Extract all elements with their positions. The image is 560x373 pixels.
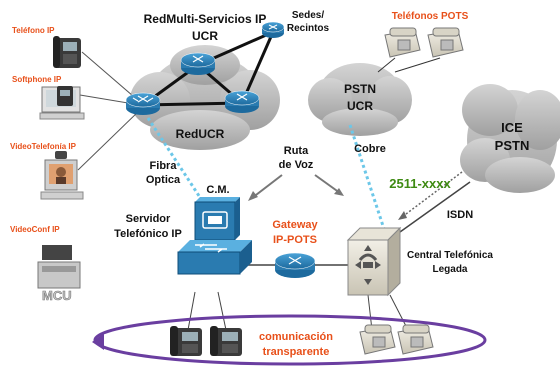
ruta-label-2: de Voz bbox=[279, 159, 314, 171]
comunicacion-label-1: comunicación bbox=[259, 331, 333, 343]
servidor-label-2: Telefónico IP bbox=[114, 228, 182, 240]
mcu-label: MCU bbox=[42, 288, 72, 303]
gateway-label-2: IP-POTS bbox=[273, 234, 317, 246]
router-left[interactable] bbox=[125, 92, 161, 115]
dotted-arrow-head bbox=[398, 211, 407, 220]
pots-link-2 bbox=[394, 57, 441, 73]
call-manager-server[interactable] bbox=[194, 197, 240, 241]
pots-phone-bottom-2[interactable] bbox=[397, 324, 434, 355]
ip-phone-bottom-1[interactable] bbox=[170, 326, 202, 356]
ruta-arrowhead-right bbox=[334, 188, 344, 196]
pots-phone-top-2[interactable] bbox=[427, 27, 464, 58]
ruta-arrow-right bbox=[314, 174, 341, 194]
pstn-ucr-label-1: PSTN bbox=[344, 82, 376, 96]
isdn-link bbox=[399, 181, 471, 233]
videotelefonia-ip-label: VideoTelefonía IP bbox=[10, 142, 77, 151]
pots-phone-bottom-1[interactable] bbox=[359, 324, 396, 355]
cobre-label: Cobre bbox=[354, 143, 386, 155]
ice-pstn-cloud bbox=[460, 84, 560, 193]
central-label-2: Legada bbox=[432, 264, 467, 275]
ruta-arrowhead-left bbox=[248, 191, 258, 201]
sedes-label-2: Recintos bbox=[287, 23, 330, 34]
pots-phone-top-1[interactable] bbox=[384, 27, 421, 58]
pots-link-1 bbox=[377, 57, 396, 73]
router-top[interactable] bbox=[180, 52, 216, 75]
fiber-link bbox=[146, 117, 207, 206]
switch-phone-link-2 bbox=[217, 291, 227, 331]
router-sedes[interactable] bbox=[261, 21, 285, 38]
comunicacion-label-2: transparente bbox=[263, 346, 330, 358]
central-label-1: Central Telefónica bbox=[407, 250, 493, 261]
router-right[interactable] bbox=[224, 90, 260, 113]
title-line2: UCR bbox=[192, 29, 218, 43]
pstn-ucr-cloud bbox=[308, 63, 412, 136]
sedes-label-1: Sedes/ bbox=[292, 10, 324, 21]
central-phone-link-2 bbox=[389, 294, 409, 331]
pstn-ucr-label-2: UCR bbox=[347, 99, 373, 113]
fibra-label-1: Fibra bbox=[150, 160, 178, 172]
isdn-label: ISDN bbox=[447, 209, 473, 221]
number-label: 2511-xxxx bbox=[389, 176, 451, 191]
reducr-cloud bbox=[130, 45, 280, 150]
cm-label: C.M. bbox=[206, 184, 229, 196]
ip-phone-bottom-2[interactable] bbox=[210, 326, 242, 356]
softphone-ip-label: Softphone IP bbox=[12, 75, 62, 84]
reducr-label: RedUCR bbox=[176, 127, 225, 141]
telefono-ip-label: Teléfono IP bbox=[12, 26, 55, 35]
ip-switch[interactable] bbox=[177, 240, 252, 275]
ruta-arrow-left bbox=[251, 174, 283, 199]
telefonos-pots-label: Teléfonos POTS bbox=[392, 11, 469, 22]
switch-phone-link-1 bbox=[187, 291, 196, 331]
ruta-label-1: Ruta bbox=[284, 145, 309, 157]
ellipse-arrowhead bbox=[92, 333, 104, 350]
videotelefonia-pc[interactable] bbox=[40, 151, 84, 200]
copper-link bbox=[348, 124, 387, 233]
central-phone-link-1 bbox=[367, 294, 373, 331]
title-line1: RedMulti-Servicios IP bbox=[144, 12, 267, 26]
mcu-device[interactable] bbox=[37, 245, 81, 289]
dotted-arrow-link bbox=[397, 171, 463, 221]
fibra-label-2: Optica bbox=[146, 174, 181, 186]
servidor-label-1: Servidor bbox=[126, 213, 171, 225]
legacy-pbx[interactable] bbox=[346, 226, 402, 297]
ip-phone-top-left[interactable] bbox=[53, 36, 81, 68]
ice-label-1: ICE bbox=[501, 120, 523, 135]
router-gateway[interactable] bbox=[274, 252, 316, 278]
videoconf-ip-label: VideoConf IP bbox=[10, 225, 60, 234]
ice-label-2: PSTN bbox=[495, 138, 530, 153]
softphone-pc[interactable] bbox=[39, 86, 85, 120]
gateway-label-1: Gateway bbox=[272, 219, 318, 231]
